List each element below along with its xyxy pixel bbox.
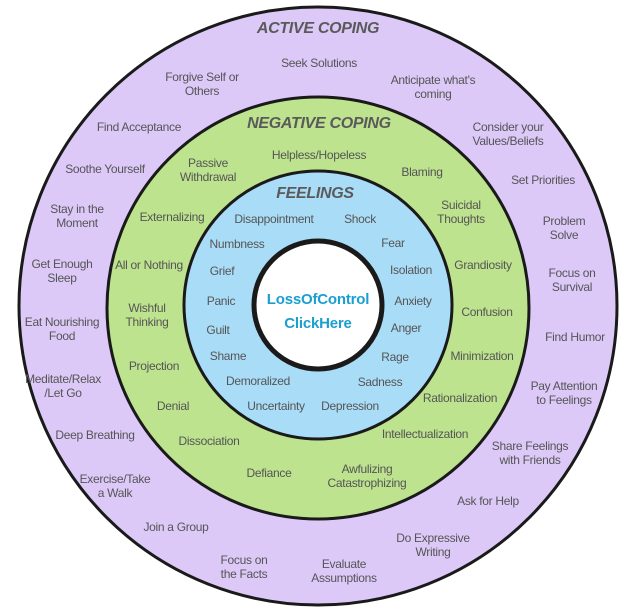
negative-item: Suicidal Thoughts (437, 198, 485, 226)
active-item: Meditate/Relax /Let Go (25, 372, 101, 400)
active-item: Set Priorities (511, 173, 575, 187)
active-item: Focus on the Facts (220, 553, 268, 581)
active-item: Anticipate what's coming (390, 73, 476, 101)
active-item: Soothe Yourself (65, 162, 145, 176)
negative-item: Blaming (401, 165, 443, 179)
active-item: Consider your Values/Beliefs (472, 120, 544, 148)
feelings-item: Shock (344, 212, 376, 226)
active-item: Ask for Help (457, 494, 519, 508)
active-item: Exercise/Take a Walk (79, 472, 151, 500)
feelings-item: Isolation (390, 263, 432, 277)
negative-item: Externalizing (139, 210, 205, 224)
active-coping-title: ACTIVE COPING (256, 20, 380, 37)
negative-item: Helpless/Hopeless (271, 148, 367, 162)
feelings-item: Demoralized (225, 374, 291, 388)
feelings-item: Depression (321, 399, 379, 413)
active-item: Find Acceptance (96, 120, 182, 134)
negative-item: Confusion (461, 305, 513, 319)
active-item: Problem Solve (542, 214, 586, 242)
negative-item: Defiance (246, 466, 292, 480)
feelings-item: Panic (206, 294, 236, 308)
active-item: Do Expressive Writing (396, 531, 470, 559)
link-line-1: LossOfControl (266, 291, 370, 308)
loss-of-control-link[interactable]: LossOfControl ClickHere (266, 288, 370, 336)
active-item: Forgive Self or Others (165, 70, 239, 98)
feelings-item: Anger (390, 321, 422, 335)
negative-item: Wishful Thinking (125, 301, 169, 329)
negative-item: Minimization (450, 349, 514, 363)
feelings-item: Grief (209, 264, 235, 278)
negative-item: Intellectualization (381, 427, 469, 441)
active-item: Pay Attention to Feelings (530, 379, 598, 407)
active-item: Eat Nourishing Food (24, 315, 100, 343)
feelings-item: Disappointment (234, 212, 314, 226)
active-item: Seek Solutions (281, 56, 357, 70)
active-item: Find Humor (545, 330, 605, 344)
active-item: Focus on Survival (548, 266, 596, 294)
negative-item: Denial (156, 399, 190, 413)
active-item: Evaluate Assumptions (311, 557, 377, 585)
feelings-item: Guilt (206, 323, 230, 337)
link-line-2: ClickHere (284, 315, 352, 332)
negative-coping-title: NEGATIVE COPING (247, 115, 391, 132)
active-item: Join a Group (143, 520, 209, 534)
center-circle (251, 238, 385, 372)
negative-item: Rationalization (422, 391, 498, 405)
active-item: Stay in the Moment (50, 202, 104, 230)
feelings-item: Rage (381, 350, 409, 364)
feelings-item: Uncertainty (247, 399, 305, 413)
negative-item: Passive Withdrawal (179, 156, 237, 184)
active-item: Deep Breathing (55, 428, 135, 442)
feelings-item: Anxiety (394, 294, 432, 308)
negative-item: Grandiosity (454, 258, 512, 272)
negative-item: All or Nothing (115, 258, 183, 272)
negative-item: Dissociation (178, 434, 240, 448)
negative-item: Awfulizing Catastrophizing (327, 462, 407, 490)
feelings-item: Numbness (209, 237, 265, 251)
active-item: Get Enough Sleep (31, 257, 93, 285)
negative-item: Projection (128, 359, 180, 373)
feelings-title: FEELINGS (276, 185, 354, 202)
feelings-item: Sadness (357, 375, 403, 389)
feelings-item: Shame (209, 349, 247, 363)
active-item: Share Feelings with Friends (491, 439, 569, 467)
feelings-item: Fear (381, 236, 405, 250)
